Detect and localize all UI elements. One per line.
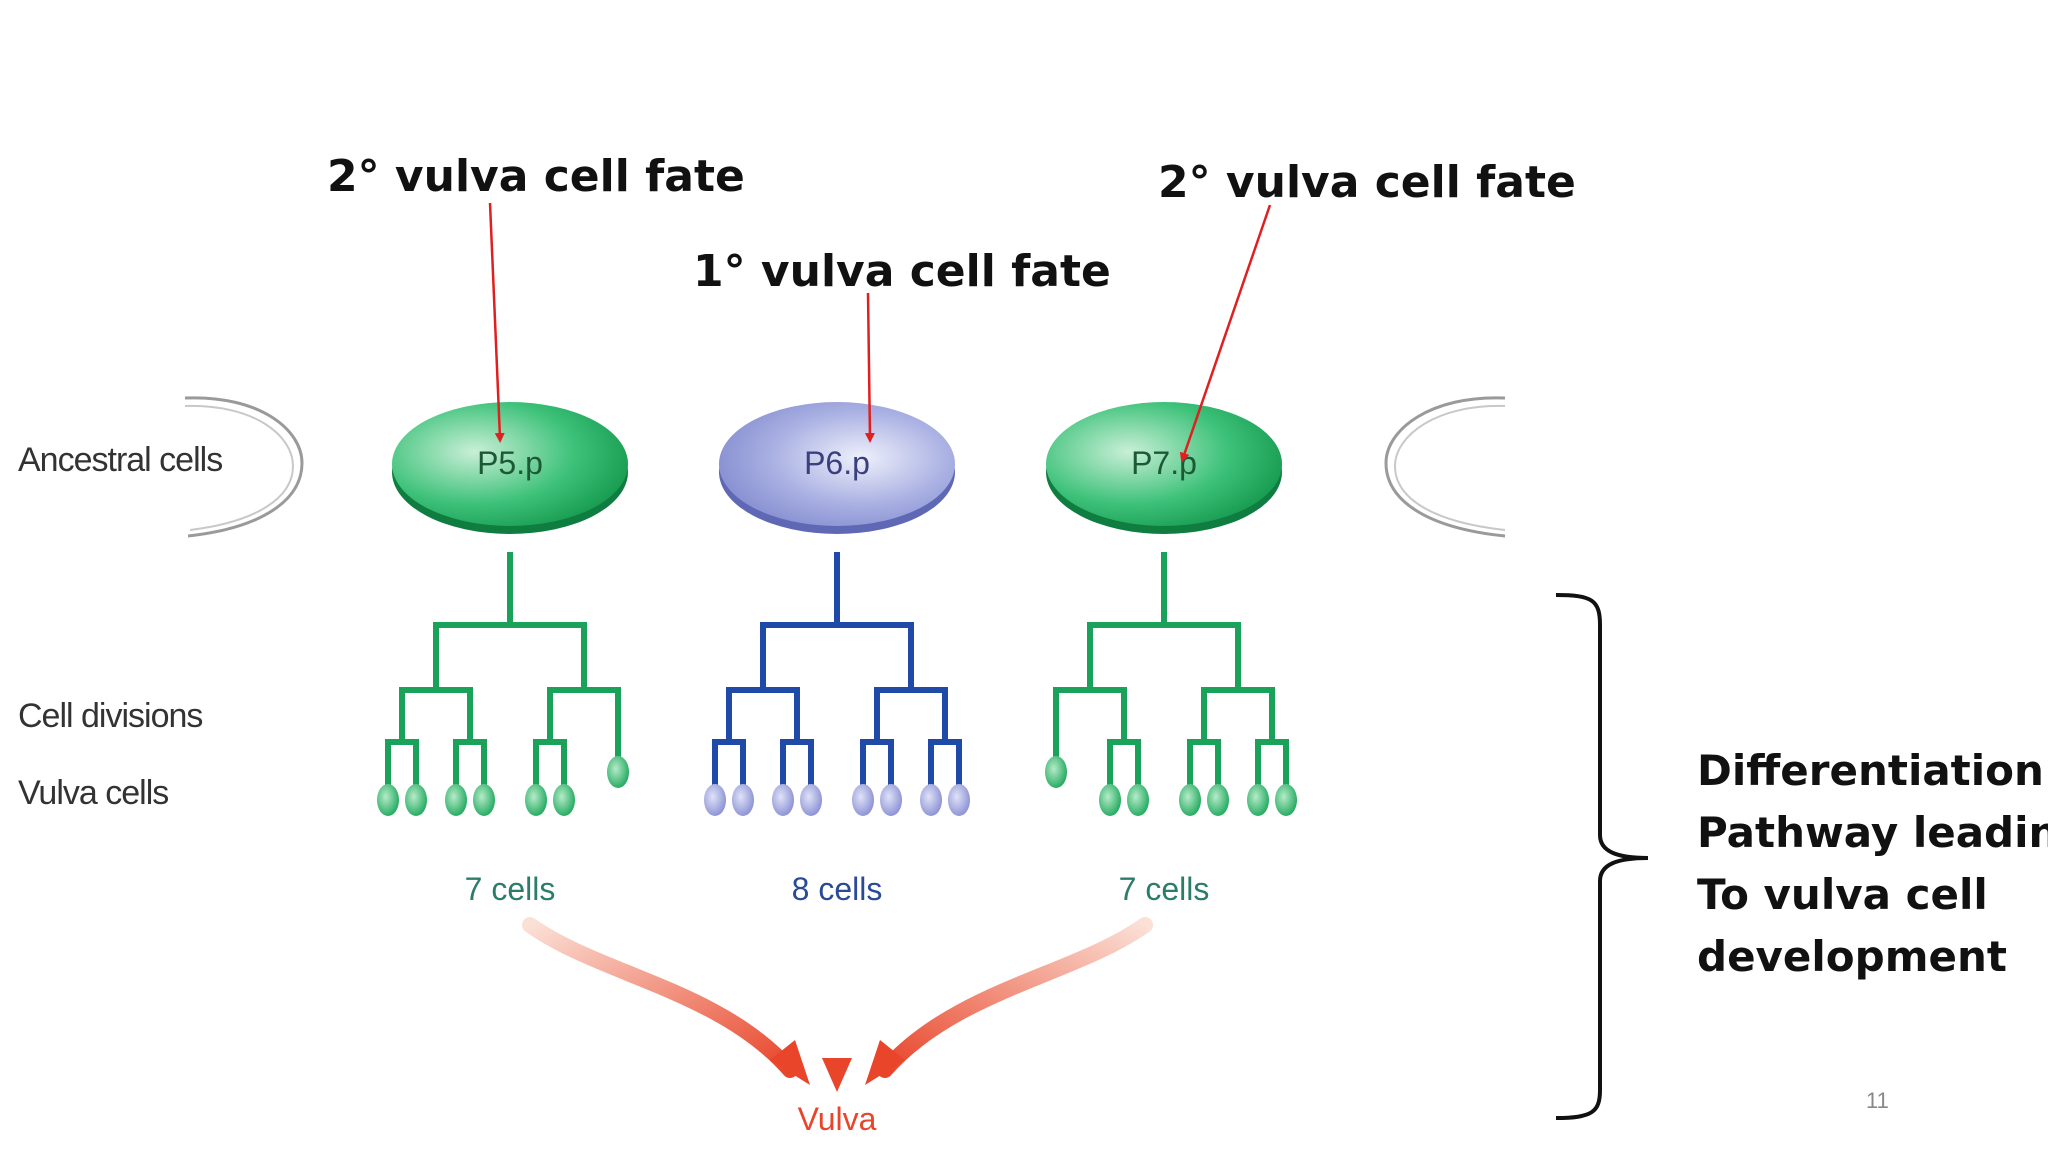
vulva-label: Vulva <box>798 1101 877 1137</box>
page-number: 11 <box>1866 1088 1889 1113</box>
vulva-cell-dot <box>525 784 547 816</box>
row-label-divisions: Cell divisions <box>18 697 203 735</box>
cell-label-p7p: P7.p <box>1131 445 1197 481</box>
left-partial-cell <box>184 396 304 538</box>
vulva-cell-dot <box>607 756 629 788</box>
pathway-line: To vulva cell <box>1697 870 1988 919</box>
cell-p5p: P5.p <box>392 402 628 534</box>
vulva-cell-dot <box>732 784 754 816</box>
vulva-cell-dot <box>948 784 970 816</box>
vulva-cell-dot <box>800 784 822 816</box>
vulva-cell-dot <box>1179 784 1201 816</box>
pathway-line: Pathway leading <box>1697 808 2048 857</box>
vulva-cell-dot <box>880 784 902 816</box>
vulva-cell-dot <box>1045 756 1067 788</box>
cell-p6p: P6.p <box>719 402 955 534</box>
count-p7p: 7 cells <box>1119 871 1210 907</box>
converging-arrows <box>522 917 1153 1092</box>
vulva-cell-dot <box>1275 784 1297 816</box>
fate-label-right: 2° vulva cell fate <box>1158 157 1576 208</box>
vulva-cell-dot <box>920 784 942 816</box>
pathway-line: Differentiation <box>1697 746 2044 795</box>
cell-label-p5p: P5.p <box>477 445 543 481</box>
right-partial-cell <box>1384 396 1506 538</box>
vulva-cell-dot <box>377 784 399 816</box>
pathway-line: development <box>1697 932 2007 981</box>
vulva-cell-dot <box>405 784 427 816</box>
count-p5p: 7 cells <box>465 871 556 907</box>
vulva-cell-dot <box>553 784 575 816</box>
fate-label-left: 2° vulva cell fate <box>327 151 745 202</box>
pathway-brace <box>1555 593 1649 1120</box>
vulva-cell-dot <box>445 784 467 816</box>
vulva-cell-dot <box>1247 784 1269 816</box>
annotation-arrows <box>488 202 1272 463</box>
vulva-cell-dot <box>1099 784 1121 816</box>
cell-label-p6p: P6.p <box>804 445 870 481</box>
lineage-trees <box>377 552 1297 816</box>
vulva-cell-dot <box>852 784 874 816</box>
vulva-cell-dot <box>473 784 495 816</box>
count-p6p: 8 cells <box>792 871 883 907</box>
row-label-ancestral: Ancestral cells <box>18 441 223 479</box>
vulva-cell-dot <box>704 784 726 816</box>
pathway-text: Differentiation Pathway leading To vulva… <box>1697 740 2048 988</box>
fate-label-middle: 1° vulva cell fate <box>693 246 1111 297</box>
row-label-vulva-cells: Vulva cells <box>18 774 169 812</box>
cell-p7p: P7.p <box>1046 402 1282 534</box>
vulva-cell-dot <box>1127 784 1149 816</box>
vulva-cell-dot <box>1207 784 1229 816</box>
vulva-cell-dot <box>772 784 794 816</box>
